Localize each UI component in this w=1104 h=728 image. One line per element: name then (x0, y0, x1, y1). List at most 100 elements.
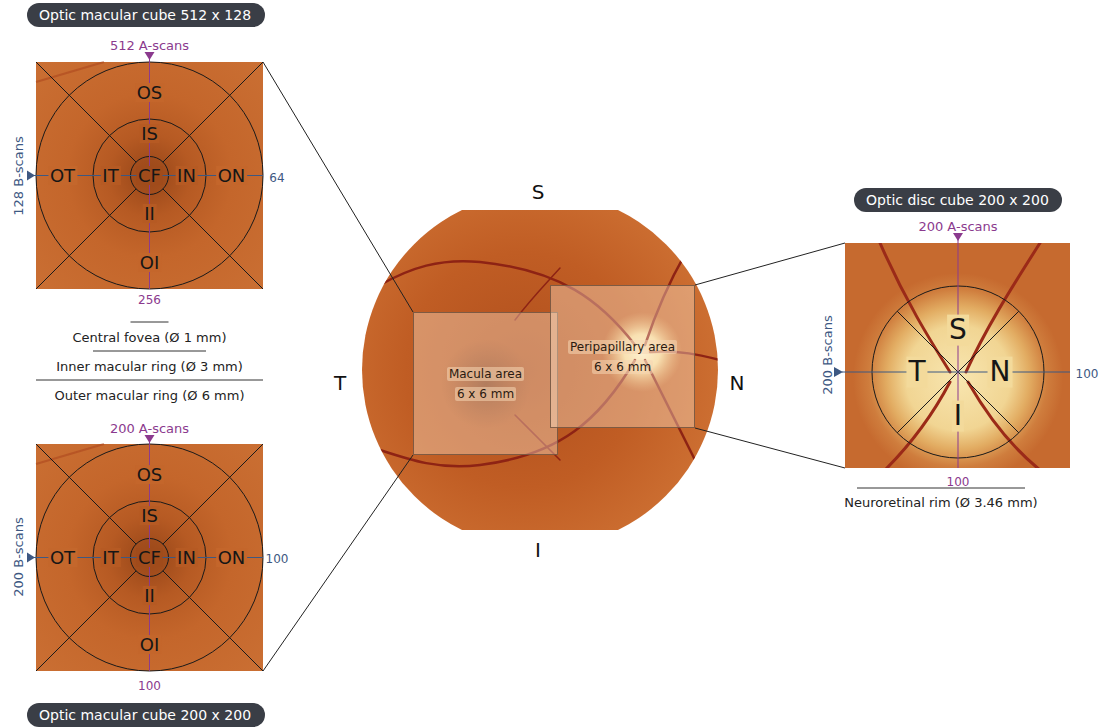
sector-label: S (947, 315, 969, 346)
sector-label: I (952, 401, 964, 432)
label-holder: T (334, 372, 346, 395)
sector-label: IS (139, 506, 160, 526)
sector-label: T (906, 357, 927, 388)
sector-label: N (988, 357, 1013, 388)
sector-label: ON (216, 548, 248, 568)
label-holder: 200 A-scans (918, 216, 997, 235)
area-title: Peripapillary area (568, 340, 677, 354)
sector-line (163, 189, 263, 289)
sector-label: OT (48, 548, 77, 568)
sector-label: IT (100, 548, 120, 568)
sector-label-holder: CF (136, 166, 163, 186)
sector-label: OI (138, 635, 161, 655)
annotation-label: 200 A-scans (918, 220, 997, 235)
sector-label-holder: OS (135, 83, 165, 103)
annotation-label: 128 B-scans (12, 136, 27, 215)
etdrs-grid (36, 62, 263, 289)
fundus-map: ST NI (845, 243, 1070, 468)
label-holder: 128 B-scans (8, 136, 27, 215)
title-pill: Optic macular cube 512 x 128 (27, 3, 265, 27)
sector-label: OS (135, 465, 165, 485)
sector-label-holder: IN (175, 548, 198, 568)
annotation-label: 200 B-scans (821, 315, 836, 394)
sector-label-holder: II (142, 204, 157, 224)
etdrs-grid (36, 444, 263, 671)
scale-line (131, 322, 169, 323)
annotation-label: 100 (266, 553, 289, 567)
sector-label-holder: II (142, 586, 157, 606)
label-holder: S (532, 181, 545, 204)
annotation-label: Inner macular ring (Ø 3 mm) (56, 360, 243, 375)
vessel (880, 243, 950, 372)
sector-label-holder: OT (48, 548, 77, 568)
scale-line (93, 351, 206, 352)
pill-title: Optic macular cube 512 x 128 (39, 7, 251, 23)
label-holder: 200 B-scans (817, 315, 836, 394)
disc-map (834, 233, 1070, 470)
annotation-label: 100 (1076, 368, 1099, 382)
scan-area-box: Macula area6 x 6 mm (413, 312, 558, 455)
b-scan-marker (27, 553, 35, 563)
b-scan-marker (834, 367, 843, 377)
sector-label-holder: ON (216, 548, 248, 568)
label-holder: 200 A-scans (110, 418, 189, 437)
sector-label-holder: OS (135, 465, 165, 485)
sector-label-holder: IT (100, 548, 120, 568)
map-photo (36, 444, 263, 671)
a-scan-marker (145, 52, 155, 60)
sector-label: IS (139, 124, 160, 144)
label-holder: Neuroretinal rim (Ø 3.46 mm) (844, 492, 1037, 511)
sector-line (36, 444, 136, 544)
sector-line (36, 571, 136, 671)
pill-title: Optic macular cube 200 x 200 (39, 707, 251, 723)
sector-label: IT (100, 166, 120, 186)
annotation-label: Neuroretinal rim (Ø 3.46 mm) (844, 496, 1037, 511)
sector-label: OS (135, 83, 165, 103)
sector-label-holder: IN (175, 166, 198, 186)
label-holder: Inner macular ring (Ø 3 mm) (56, 356, 243, 375)
macular-map (27, 52, 263, 289)
sector-label: II (142, 204, 157, 224)
sector-label-holder: OT (48, 166, 77, 186)
outer-ring (36, 444, 263, 671)
annotation-label: Central fovea (Ø 1 mm) (72, 331, 226, 346)
annotation-label: 100 (947, 476, 970, 490)
zoom-line (695, 428, 845, 468)
sector-label-holder: N (988, 357, 1013, 388)
a-scan-marker (145, 435, 155, 443)
a-scan-line (958, 238, 959, 468)
sector-line (36, 189, 136, 289)
annotation-label: S (532, 181, 545, 204)
map-photo (36, 62, 263, 289)
label-holder: 200 B-scans (8, 517, 27, 596)
sector-label-holder: IT (100, 166, 120, 186)
sector-label: CF (136, 166, 163, 186)
sector-label: OT (48, 166, 77, 186)
outer-ring (36, 62, 263, 289)
annotation-label: N (730, 372, 745, 395)
b-scan-line (842, 372, 1070, 373)
title-pill: Optic disc cube 200 x 200 (854, 188, 1062, 212)
label-holder: 100 (266, 548, 289, 567)
label-holder: Outer macular ring (Ø 6 mm) (55, 385, 245, 404)
annotation-label: Outer macular ring (Ø 6 mm) (55, 389, 245, 404)
annotation-label: I (535, 539, 541, 562)
sector-label-holder: IS (139, 124, 160, 144)
scale-line (36, 380, 263, 381)
fundus-ground (362, 210, 718, 530)
vessel (885, 382, 950, 468)
label-holder: 100 (947, 471, 970, 490)
fundus-map: OSISOTITCFINONIIOI (36, 444, 263, 671)
sector-label: ON (216, 166, 248, 186)
sector-label-holder: OI (138, 253, 161, 273)
sector-line (36, 62, 136, 162)
sector-label-holder: OI (138, 635, 161, 655)
sector-line (163, 62, 263, 162)
fundus-photo (362, 210, 720, 530)
sector-line (163, 444, 263, 544)
label-holder: 512 A-scans (110, 35, 189, 54)
macular-map (27, 435, 263, 671)
sector-label-holder: I (952, 401, 964, 432)
retinal-vessels (380, 230, 720, 480)
